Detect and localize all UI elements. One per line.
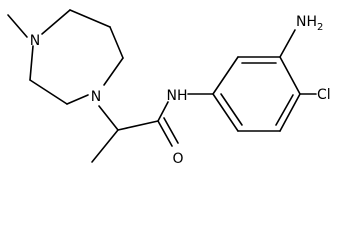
bond-ar-4-inner [275, 94, 294, 126]
atom-label-n-ring: N [91, 89, 101, 105]
bond-ring-c-n1 [29, 45, 34, 81]
bond-ring-n1-c [41, 9, 71, 35]
bond-n4-ch [98, 105, 119, 131]
bond-ring-c-c [69, 9, 111, 28]
bond-ring-c-n4 [103, 57, 124, 86]
bond-ar-6 [212, 93, 239, 132]
atom-label-amino-subscript: 2 [317, 22, 323, 33]
bond-carbonyl-o-1 [157, 120, 173, 147]
bond-ring-n4-c [66, 94, 89, 105]
bond-carbonyl-nh [157, 101, 169, 122]
bond-ring-c-c [109, 26, 124, 59]
bond-methyl [7, 14, 28, 38]
bond-amino [279, 29, 296, 58]
atom-label-cl: Cl [317, 87, 331, 103]
bond-ar-4 [279, 93, 301, 132]
bond-ring-c-c [29, 79, 68, 105]
atom-label-o-carbonyl: O [172, 151, 183, 167]
atom-label-nh-amide: NH [167, 88, 188, 104]
bond-carbonyl-o-2 [163, 117, 179, 144]
atom-label-nh2-amino: NH2 [296, 14, 323, 33]
bond-ar-3 [279, 56, 301, 95]
bond-ch-carbonyl [117, 120, 159, 131]
atom-label-n-methyl: N [30, 33, 40, 49]
bond-ar-6-inner [220, 93, 243, 126]
molecule-structure-diagram: N N NH O NH2 Cl [7, 9, 331, 167]
bond-ar-1 [212, 56, 239, 95]
bond-ch-methyl [91, 129, 119, 163]
